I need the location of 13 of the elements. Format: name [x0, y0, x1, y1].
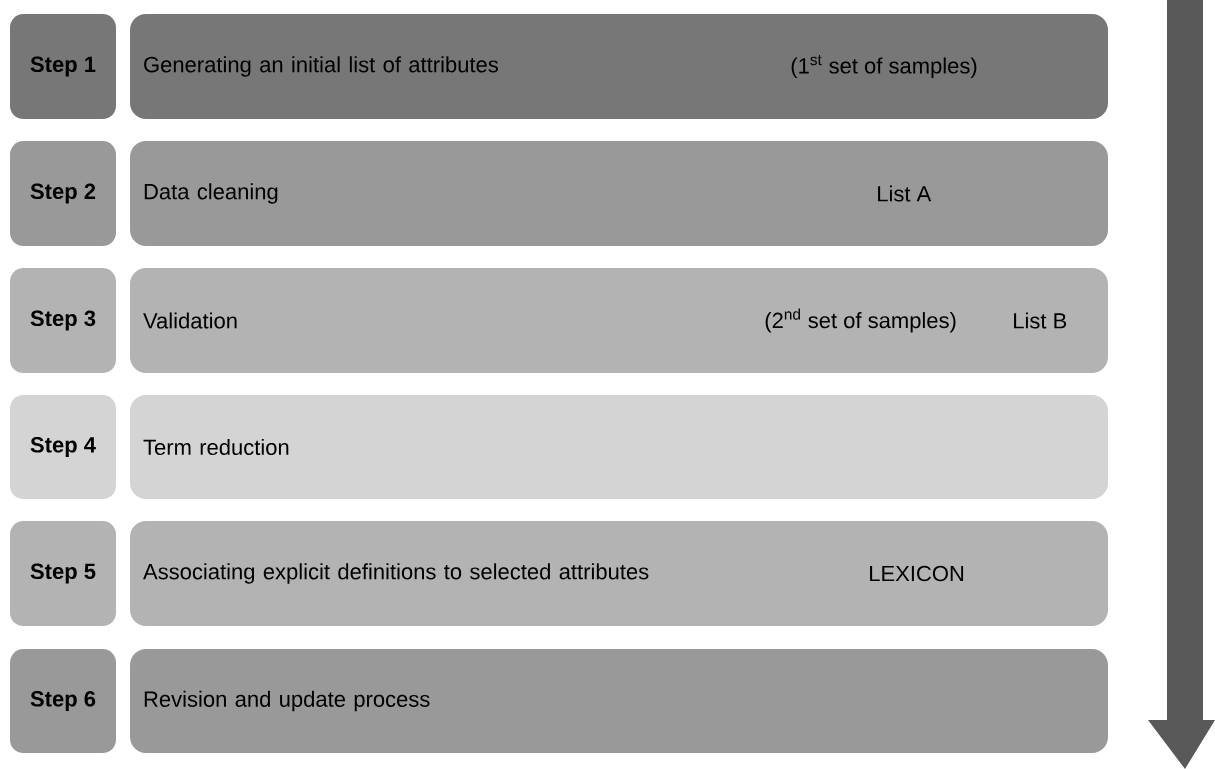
step-box: Step 6: [10, 649, 116, 753]
note-text: List B: [1014, 312, 1067, 329]
step-box: Step 1: [10, 14, 116, 119]
process-box: Term reduction: [130, 395, 1108, 499]
note-text: (1$^{st}$ set of samples): [791, 55, 977, 78]
step-box: Step 5: [10, 521, 116, 626]
step-box: Step 3: [10, 268, 116, 373]
step-box: Step 2: [10, 141, 116, 246]
note-text: (2$^{nd}$ set of samples): [765, 308, 956, 333]
note-text: List A: [878, 185, 932, 202]
process-box: Revision and update process: [130, 649, 1108, 753]
step-box: Step 4: [10, 395, 116, 499]
note-text: LEXICON: [870, 565, 964, 582]
